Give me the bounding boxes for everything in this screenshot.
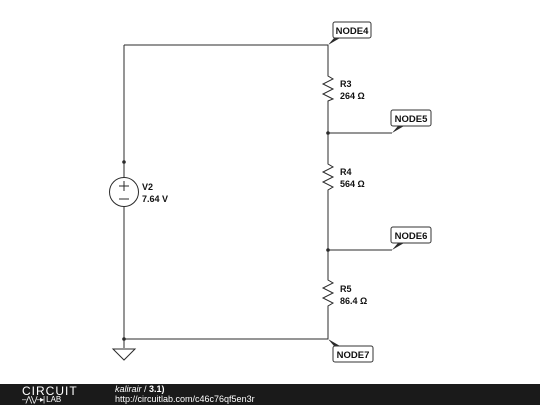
resistor-r4-symbol[interactable] xyxy=(321,160,335,196)
r3-name: R3 xyxy=(340,79,352,89)
voltage-source-v2[interactable] xyxy=(109,177,139,207)
node4-label: NODE4 xyxy=(336,26,369,37)
resistor-r3-symbol[interactable] xyxy=(321,72,335,104)
node-flag-box xyxy=(332,21,372,39)
circuit-title: 3.1) xyxy=(149,384,165,394)
r4-name: R4 xyxy=(340,167,352,177)
circuit-schematic: R3 264 Ω R4 564 Ω R5 86.4 Ω V2 7.64 V NO… xyxy=(109,21,432,363)
resistor-r5-symbol[interactable] xyxy=(321,276,335,312)
junctions xyxy=(122,131,330,341)
node-flag-pointer xyxy=(392,126,404,133)
logo-wordmark-bottom: –⋀⋁–▸|LAB xyxy=(22,395,61,404)
ground-icon xyxy=(111,348,137,361)
node-label-node7[interactable]: NODE7 xyxy=(328,339,374,363)
node-label-node4[interactable]: NODE4 xyxy=(328,21,372,45)
source-circle xyxy=(109,177,139,207)
node-flag-pointer xyxy=(392,243,404,250)
logo-lab-text: LAB xyxy=(46,395,62,404)
node-flag-pointer xyxy=(328,38,340,45)
circuitlab-logo[interactable]: CIRCUIT –⋀⋁–▸|LAB xyxy=(22,384,94,404)
node-label-node5[interactable]: NODE5 xyxy=(390,109,432,133)
r5-name: R5 xyxy=(340,284,352,294)
byline-separator: / xyxy=(141,384,150,394)
author-name[interactable]: kalirair xyxy=(115,384,142,394)
circuit-byline: kalirair / 3.1) xyxy=(115,384,165,394)
r5-value: 86.4 Ω xyxy=(340,296,367,306)
node-flag-box xyxy=(332,345,374,363)
node7-label: NODE7 xyxy=(337,350,370,361)
v2-value: 7.64 V xyxy=(142,194,168,204)
v2-name: V2 xyxy=(142,182,153,192)
r3-value: 264 Ω xyxy=(340,91,365,101)
r4-value: 564 Ω xyxy=(340,179,365,189)
junction-dot xyxy=(122,160,126,164)
junction-dot xyxy=(326,131,330,135)
node6-label: NODE6 xyxy=(395,231,428,242)
node5-label: NODE5 xyxy=(395,114,428,125)
logo-wordmark-top: CIRCUIT xyxy=(22,384,78,398)
node-flag-pointer xyxy=(328,339,340,346)
logo-resistor-icon: –⋀⋁–▸| xyxy=(22,395,45,404)
footer-bar: CIRCUIT –⋀⋁–▸|LAB kalirair / 3.1) http:/… xyxy=(0,384,540,405)
junction-dot xyxy=(122,337,126,341)
junction-dot xyxy=(326,248,330,252)
circuit-url[interactable]: http://circuitlab.com/c46c76qf5en3r xyxy=(115,394,255,404)
node-flag-box xyxy=(390,109,432,127)
node-flag-box xyxy=(390,226,432,244)
node-label-node6[interactable]: NODE6 xyxy=(390,226,432,250)
